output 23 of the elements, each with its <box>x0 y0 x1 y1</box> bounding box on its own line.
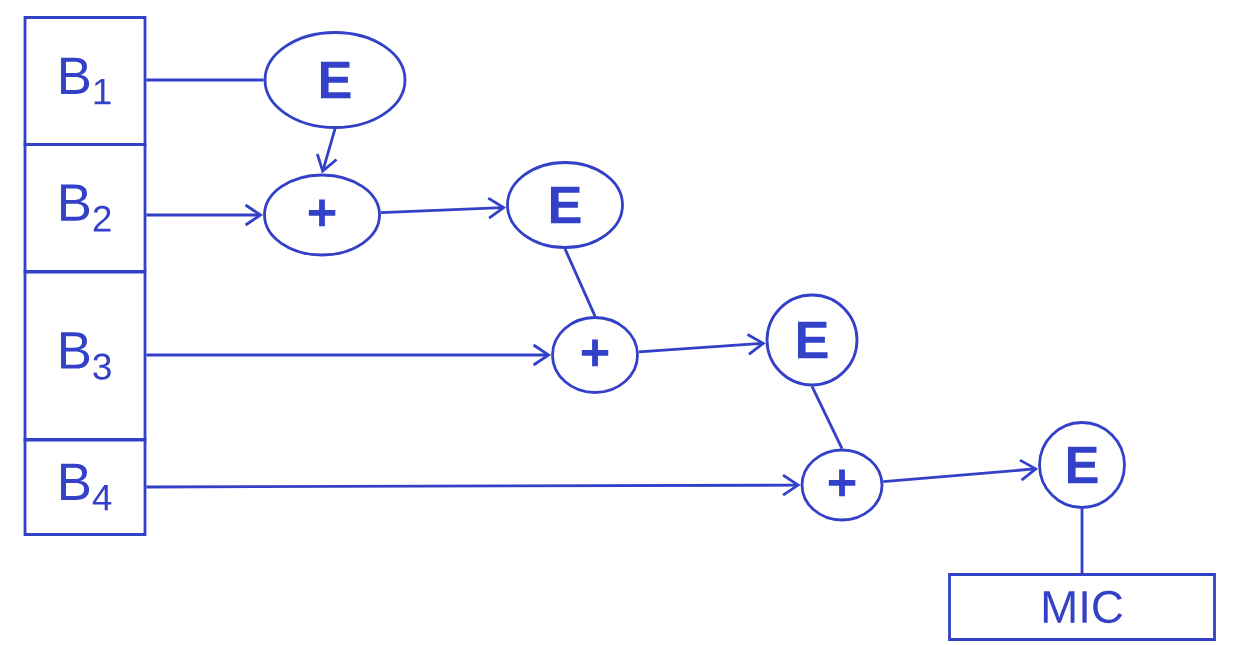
connector-line <box>1080 508 1084 574</box>
circle-node: E <box>506 161 624 249</box>
circle-node: + <box>263 173 381 257</box>
circle-node: + <box>551 316 639 394</box>
arrow <box>380 196 507 220</box>
arrow <box>315 128 338 174</box>
arrow <box>146 474 801 497</box>
circle-node: E <box>1038 421 1126 509</box>
letter-cell: B$_{4}$ <box>23 438 147 536</box>
arrow <box>883 458 1039 483</box>
letter-cell: B$_{1}$ <box>23 16 147 146</box>
circle-node: E <box>765 293 859 387</box>
circle-node: E <box>263 31 407 129</box>
connector-line <box>563 248 597 317</box>
arrow <box>146 343 552 367</box>
arrow <box>146 203 264 227</box>
connector-line <box>146 78 264 82</box>
connector-line <box>810 385 844 450</box>
letter-cell: B$_{3}$ <box>23 270 147 442</box>
letter-cell: B$_{2}$ <box>23 143 147 273</box>
circle-node: + <box>800 448 884 522</box>
label-box: MIC <box>948 573 1216 641</box>
arrow <box>638 333 766 356</box>
